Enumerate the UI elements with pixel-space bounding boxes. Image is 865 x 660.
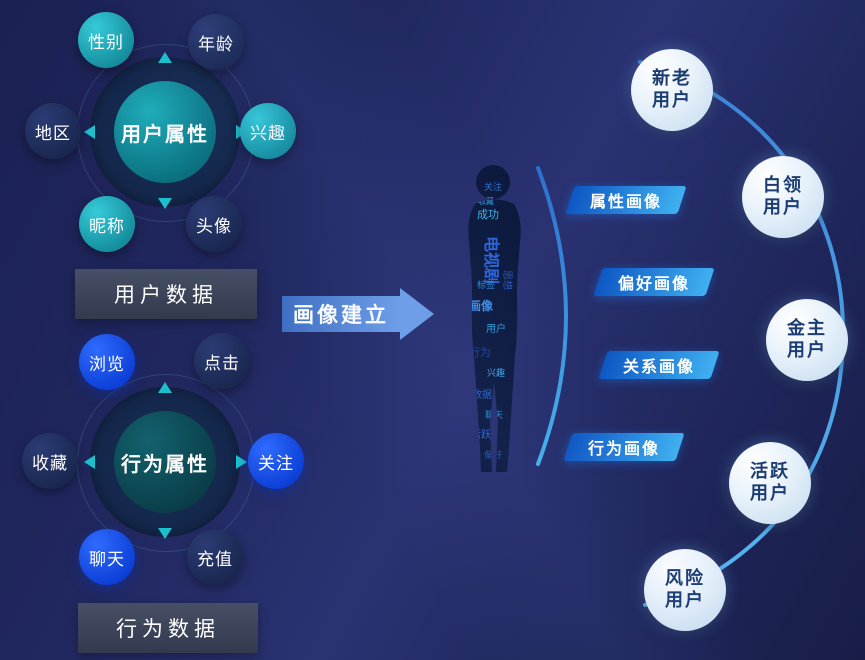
segment-label-line1: 白领 [763, 175, 803, 196]
arrow-up-icon [158, 382, 172, 393]
satellite-favorite: 收藏 [22, 433, 78, 489]
segment-label-line2: 用户 [750, 483, 790, 503]
wordcloud-word: 用户 [486, 322, 506, 335]
satellite-browse: 浏览 [79, 334, 135, 390]
wordcloud-word: 电视剧 [482, 236, 501, 284]
satellite-age: 年龄 [188, 14, 244, 70]
wordcloud-word: 关注 [484, 181, 502, 192]
cluster-core-user-attributes: 用户属性 [114, 81, 216, 183]
segment-label-line1: 金主 [787, 318, 827, 339]
segment-label-line1: 新老 [652, 68, 692, 89]
satellite-follow: 关注 [248, 433, 304, 489]
segment-paying-users: 金主 用户 [766, 299, 848, 381]
arrow-up-icon [158, 52, 172, 63]
arrow-left-icon [84, 125, 95, 139]
segment-risk-users: 风险 用户 [644, 549, 726, 631]
satellite-gender: 性别 [78, 12, 134, 68]
wordcloud-word: 兴趣 [487, 367, 505, 378]
user-data-label: 用户数据 [75, 269, 257, 319]
wordcloud-word: 标签 [477, 279, 495, 290]
wordcloud-word: 聊天 [485, 409, 503, 420]
wordcloud-word: 收藏 [478, 196, 494, 206]
wordcloud-word: 活跃 [471, 429, 491, 441]
arrow-down-icon [158, 198, 172, 209]
behavior-data-label: 行为数据 [78, 603, 258, 653]
arrow-head-icon [400, 288, 434, 340]
satellite-nickname: 昵称 [79, 196, 135, 252]
wordcloud-person-silhouette: 电视剧 成功 思想 画像 用户 行为 兴趣 数据 聊天 活跃 偏好 标签 关注 … [468, 165, 521, 472]
segment-label-line2: 用户 [787, 340, 827, 360]
segment-white-collar-users: 白领 用户 [742, 156, 824, 238]
segment-label-line1: 风险 [665, 568, 705, 589]
satellite-avatar: 头像 [186, 196, 242, 252]
segment-label-line1: 活跃 [750, 461, 790, 482]
profile-building-arrow: 画像建立 [282, 296, 400, 332]
wordcloud-word: 数据 [472, 388, 492, 401]
wordcloud-word: 画像 [469, 298, 494, 313]
wordcloud-word: 成功 [477, 208, 499, 221]
segment-active-users: 活跃 用户 [729, 442, 811, 524]
satellite-region: 地区 [25, 103, 81, 159]
segment-label-line2: 用户 [665, 590, 705, 610]
satellite-recharge: 充值 [187, 529, 243, 585]
cluster-core-behavior-attributes: 行为属性 [114, 411, 216, 513]
arrow-left-icon [84, 455, 95, 469]
satellite-chat: 聊天 [79, 529, 135, 585]
wordcloud-word: 行为 [469, 346, 491, 359]
profile-arc [536, 166, 568, 466]
segment-new-old-users: 新老 用户 [631, 49, 713, 131]
segment-label-line2: 用户 [652, 90, 692, 110]
satellite-interest: 兴趣 [240, 103, 296, 159]
satellite-click: 点击 [194, 333, 250, 389]
wordcloud-word: 思想 [501, 270, 514, 290]
segment-label-line2: 用户 [763, 197, 803, 217]
arrow-right-icon [236, 455, 247, 469]
wordcloud-word: 偏好 [484, 449, 502, 460]
arrow-down-icon [158, 528, 172, 539]
